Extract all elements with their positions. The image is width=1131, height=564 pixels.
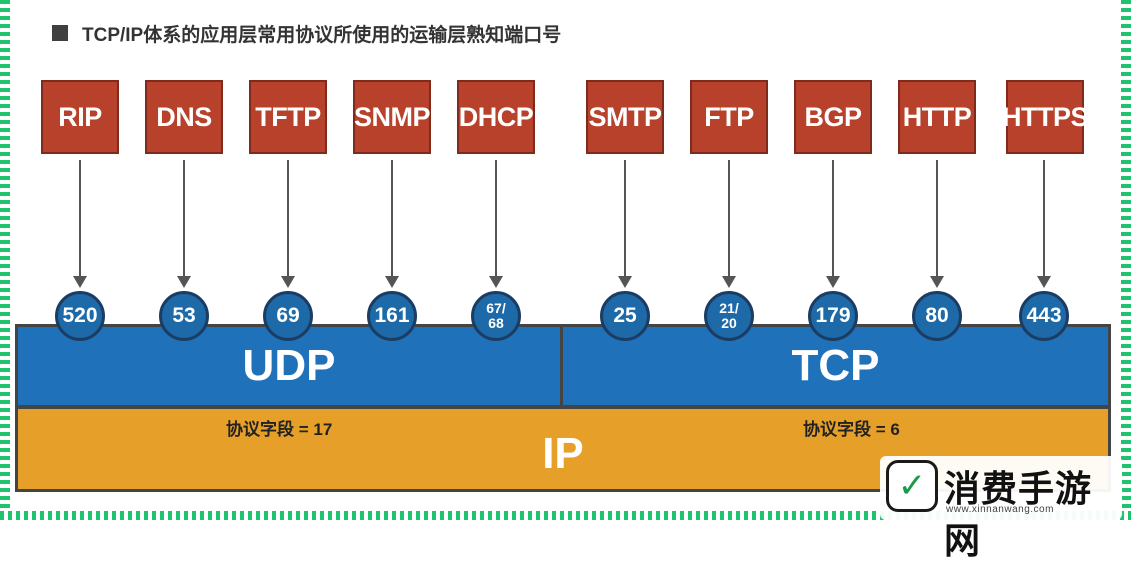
protocol-box-rip: RIP xyxy=(41,80,119,154)
watermark-logo: ✓ 消费手游网 www.xinnanwang.com xyxy=(880,456,1122,562)
right-border-stripe xyxy=(1121,0,1131,520)
left-border-stripe xyxy=(0,0,10,520)
arrow-smtp xyxy=(618,160,632,288)
port-circle-dhcp: 67/ 68 xyxy=(471,291,521,341)
port-circle-tftp: 69 xyxy=(263,291,313,341)
protocol-box-bgp: BGP xyxy=(794,80,872,154)
udp-layer: UDP xyxy=(15,324,563,408)
arrow-tftp xyxy=(281,160,295,288)
protocol-box-dhcp: DHCP xyxy=(457,80,535,154)
protocol-box-smtp: SMTP xyxy=(586,80,664,154)
port-dhcp-top: 67/ xyxy=(486,299,506,316)
protocol-box-https: HTTPS xyxy=(1002,80,1089,154)
diagram-title-text: TCP/IP体系的应用层常用协议所使用的运输层熟知端口号 xyxy=(82,24,562,46)
site-logo-icon: ✓ xyxy=(886,460,938,512)
watermark-site-url: www.xinnanwang.com xyxy=(946,504,1054,515)
port-circle-smtp: 25 xyxy=(600,291,650,341)
udp-label: UDP xyxy=(242,341,336,390)
port-circle-dns: 53 xyxy=(159,291,209,341)
udp-protocol-field: 协议字段 = 17 xyxy=(226,420,333,439)
arrow-ftp xyxy=(722,160,736,288)
protocol-box-dns: DNS xyxy=(145,80,223,154)
port-circle-snmp: 161 xyxy=(367,291,417,341)
ip-label: IP xyxy=(542,429,584,478)
port-ftp-bottom: 20 xyxy=(721,315,737,331)
tcp-label: TCP xyxy=(791,341,880,390)
port-circle-http: 80 xyxy=(912,291,962,341)
port-dhcp-bottom: 68 xyxy=(488,315,504,331)
port-circle-rip: 520 xyxy=(55,291,105,341)
bottom-border-stripe xyxy=(0,511,1131,520)
arrow-rip xyxy=(73,160,87,288)
arrow-dns xyxy=(177,160,191,288)
port-circle-bgp: 179 xyxy=(808,291,858,341)
diagram-title: TCP/IP体系的应用层常用协议所使用的运输层熟知端口号 xyxy=(52,19,561,47)
port-circle-https: 443 xyxy=(1019,291,1069,341)
protocol-box-tftp: TFTP xyxy=(249,80,327,154)
arrow-dhcp xyxy=(489,160,503,288)
port-ftp-top: 21/ xyxy=(719,299,739,316)
title-bullet-icon xyxy=(52,25,68,41)
arrow-snmp xyxy=(385,160,399,288)
protocol-box-ftp: FTP xyxy=(690,80,768,154)
arrow-http xyxy=(930,160,944,288)
arrow-https xyxy=(1037,160,1051,288)
arrow-bgp xyxy=(826,160,840,288)
protocol-box-snmp: SNMP xyxy=(353,80,431,154)
port-circle-ftp: 21/ 20 xyxy=(704,291,754,341)
tcp-protocol-field: 协议字段 = 6 xyxy=(803,420,900,439)
protocol-box-http: HTTP xyxy=(898,80,976,154)
